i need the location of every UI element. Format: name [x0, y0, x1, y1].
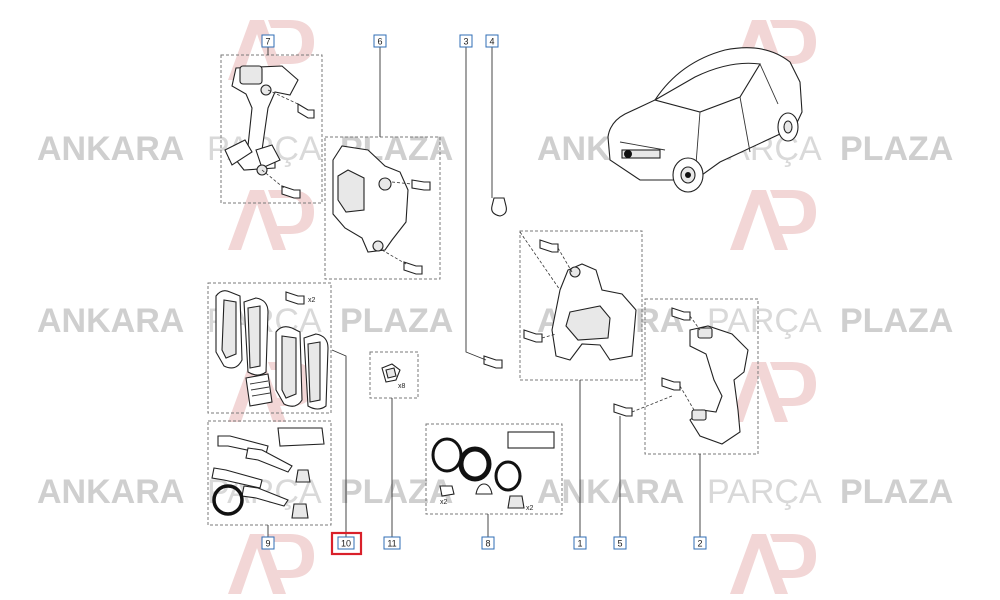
watermark-logo-mark	[228, 362, 314, 422]
brake-pad-set: x2	[215, 290, 329, 410]
watermark: ANKARA PARÇA PLAZA ANKARA PARÇA PLAZA AN…	[37, 20, 953, 594]
callout-9[interactable]: 9	[261, 536, 275, 550]
watermark-logo-mark	[228, 20, 314, 80]
callout-1[interactable]: 1	[573, 536, 587, 550]
guide-pin-kit	[211, 427, 325, 519]
group-box-7	[220, 54, 323, 204]
watermark-word-plaza: PLAZA	[340, 302, 453, 340]
group-box-9	[207, 420, 332, 526]
car-illustration	[607, 47, 803, 193]
svg-text:6: 6	[377, 37, 382, 47]
callout-8[interactable]: 8	[481, 536, 495, 550]
watermark-word-ankara: ANKARA	[37, 302, 184, 340]
caliper-carrier-assembly	[224, 65, 315, 199]
svg-text:1: 1	[577, 539, 582, 549]
watermark-word-plaza: PLAZA	[840, 473, 953, 511]
leader-lines	[267, 47, 701, 537]
seal-bolt-quantity: x2	[440, 499, 448, 506]
svg-text:2: 2	[697, 539, 702, 549]
watermark-row-1: ANKARA PARÇA PLAZA ANKARA PARÇA PLAZA	[37, 130, 953, 168]
caliper-mounting-bracket	[613, 307, 749, 445]
svg-text:8: 8	[485, 539, 490, 549]
brake-caliper-bracket	[483, 231, 637, 369]
spring-clip-kit: x8	[381, 363, 406, 390]
callout-5[interactable]: 5	[613, 536, 627, 550]
caliper-body	[332, 145, 431, 275]
watermark-logo	[228, 20, 816, 594]
group-box-6	[324, 136, 441, 280]
clip-quantity: x8	[398, 383, 406, 390]
watermark-logo-mark	[730, 362, 816, 422]
watermark-word-parca: PARÇA	[707, 473, 822, 511]
group-box-1	[519, 230, 643, 381]
seal-cap-quantity: x2	[526, 505, 534, 512]
callout-11[interactable]: 11	[383, 536, 401, 550]
callout-4[interactable]: 4	[485, 34, 499, 48]
group-box-11	[369, 351, 419, 399]
watermark-word-ankara: ANKARA	[537, 473, 684, 511]
watermark-logo-mark	[228, 190, 314, 250]
pad-bolt-quantity: x2	[308, 297, 316, 304]
svg-text:5: 5	[617, 539, 622, 549]
watermark-logo-mark	[730, 534, 816, 594]
watermark-word-ankara: ANKARA	[37, 130, 184, 168]
highlight-frame	[330, 531, 363, 556]
svg-text:10: 10	[341, 539, 351, 549]
group-box-8	[425, 423, 563, 515]
svg-text:4: 4	[489, 37, 494, 47]
watermark-word-plaza: PLAZA	[840, 130, 953, 168]
callout-6[interactable]: 6	[373, 34, 387, 48]
svg-text:11: 11	[387, 539, 396, 549]
watermark-logo-mark	[228, 534, 314, 594]
group-box-2	[644, 298, 759, 455]
svg-text:7: 7	[265, 37, 270, 47]
watermark-word-plaza: PLAZA	[840, 302, 953, 340]
callout-7[interactable]: 7	[261, 34, 275, 48]
callout-10[interactable]: 10	[330, 531, 363, 556]
group-box-10	[207, 282, 332, 414]
callout-3[interactable]: 3	[459, 34, 473, 48]
watermark-word-ankara: ANKARA	[37, 473, 184, 511]
svg-text:3: 3	[463, 37, 468, 47]
watermark-row-2: ANKARA PARÇA PLAZA ANKARA PARÇA PLAZA	[37, 302, 953, 340]
callout-2[interactable]: 2	[693, 536, 707, 550]
bleed-cap	[491, 197, 507, 217]
watermark-word-plaza: PLAZA	[340, 473, 453, 511]
callout-labels: 7 6 3 4 9 10 11 8	[261, 34, 707, 556]
svg-text:9: 9	[265, 539, 270, 549]
watermark-logo-mark	[730, 190, 816, 250]
piston-seal-kit: x2 x2	[431, 431, 555, 512]
